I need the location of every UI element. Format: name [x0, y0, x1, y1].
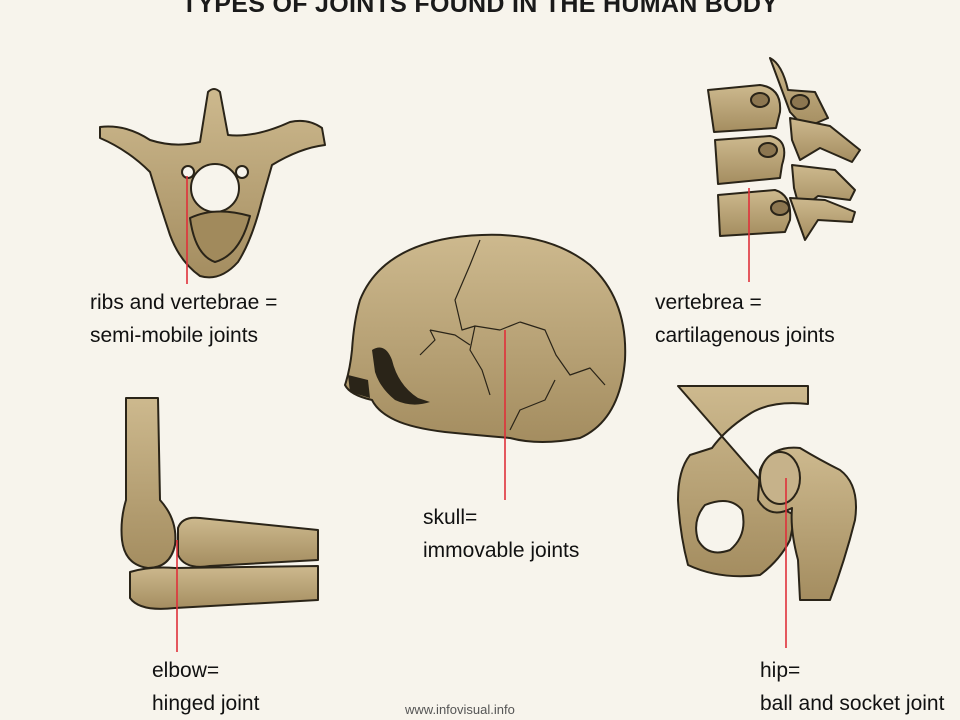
label-ribs-vertebrae-line2: semi-mobile joints: [90, 324, 259, 347]
skull-bone: [344, 233, 627, 443]
label-vertebrea: vertebrea = cartilagenous joints: [655, 286, 835, 352]
label-vertebrea-line2: cartilagenous joints: [655, 324, 835, 347]
source-credit: www.infovisual.info: [405, 702, 515, 717]
label-skull: skull= immovable joints: [423, 501, 579, 567]
vertebral-column-bone: [707, 57, 861, 241]
elbow-bone: [120, 397, 319, 610]
hip-bone: [677, 385, 857, 601]
label-skull-line2: immovable joints: [423, 539, 580, 562]
label-hip-line1: hip=: [760, 659, 801, 682]
label-ribs-vertebrae-line1: ribs and vertebrae =: [90, 291, 278, 314]
label-skull-line1: skull=: [423, 506, 478, 529]
label-hip: hip= ball and socket joint: [760, 654, 944, 720]
label-elbow-line2: hinged joint: [152, 692, 260, 715]
label-vertebrea-line1: vertebrea =: [655, 291, 762, 314]
label-hip-line2: ball and socket joint: [760, 692, 945, 715]
label-elbow: elbow= hinged joint: [152, 654, 259, 720]
label-elbow-line1: elbow=: [152, 659, 220, 682]
rib-vertebra-bone: [99, 88, 326, 279]
diagram-title: TYPES OF JOINTS FOUND IN THE HUMAN BODY: [181, 0, 779, 18]
pointer-lines: [176, 176, 787, 652]
label-ribs-vertebrae: ribs and vertebrae = semi-mobile joints: [90, 286, 277, 352]
